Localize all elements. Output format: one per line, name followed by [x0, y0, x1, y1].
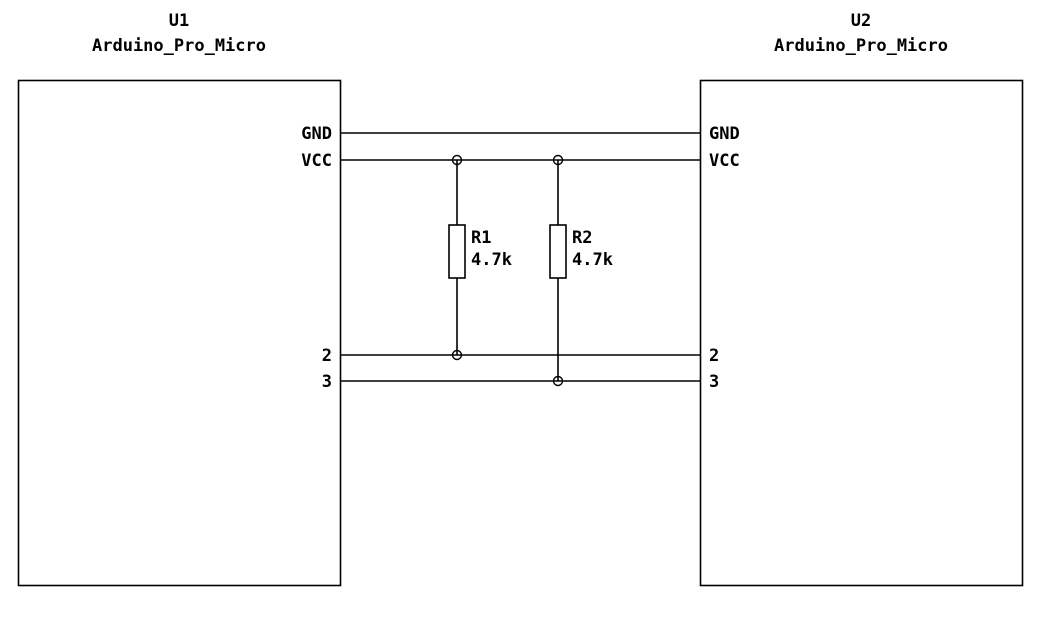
pin-label-u1-3: 3	[322, 372, 332, 392]
component-u1-value: Arduino_Pro_Micro	[92, 36, 266, 56]
junction-dot-pin2-r1	[451, 349, 463, 361]
pin-label-u2-gnd: GND	[709, 124, 740, 144]
component-u2-value: Arduino_Pro_Micro	[774, 36, 948, 56]
junction-dot-vcc-r2	[552, 154, 564, 166]
wires	[340, 132, 700, 382]
junction-dot-vcc-r1	[451, 154, 463, 166]
resistor-r2-ref: R2	[572, 228, 592, 248]
resistor-r2-value: 4.7k	[572, 250, 613, 270]
component-u2-body	[699, 79, 1024, 587]
component-u2: U2 Arduino_Pro_Micro GND VCC 2 3	[699, 11, 1024, 587]
pin-label-u2-vcc: VCC	[709, 151, 740, 171]
component-u1: U1 Arduino_Pro_Micro GND VCC 2 3	[17, 11, 342, 587]
resistor-r1-body	[448, 224, 466, 279]
pin-label-u1-2: 2	[322, 346, 332, 366]
pin-label-u2-2: 2	[709, 346, 719, 366]
pin-label-u2-3: 3	[709, 372, 719, 392]
resistor-r1-ref: R1	[471, 228, 491, 248]
junction-dot-pin3-r2	[552, 375, 564, 387]
pin-label-u1-vcc: VCC	[301, 151, 332, 171]
component-u1-body	[17, 79, 342, 587]
resistor-r1-value: 4.7k	[471, 250, 512, 270]
resistor-r1: R1 4.7k	[448, 160, 512, 355]
component-u1-ref: U1	[169, 11, 189, 31]
pin-label-u1-gnd: GND	[301, 124, 332, 144]
junctions	[451, 154, 564, 387]
resistor-r2: R2 4.7k	[549, 160, 613, 381]
component-u2-ref: U2	[851, 11, 871, 31]
resistor-r2-body	[549, 224, 567, 279]
